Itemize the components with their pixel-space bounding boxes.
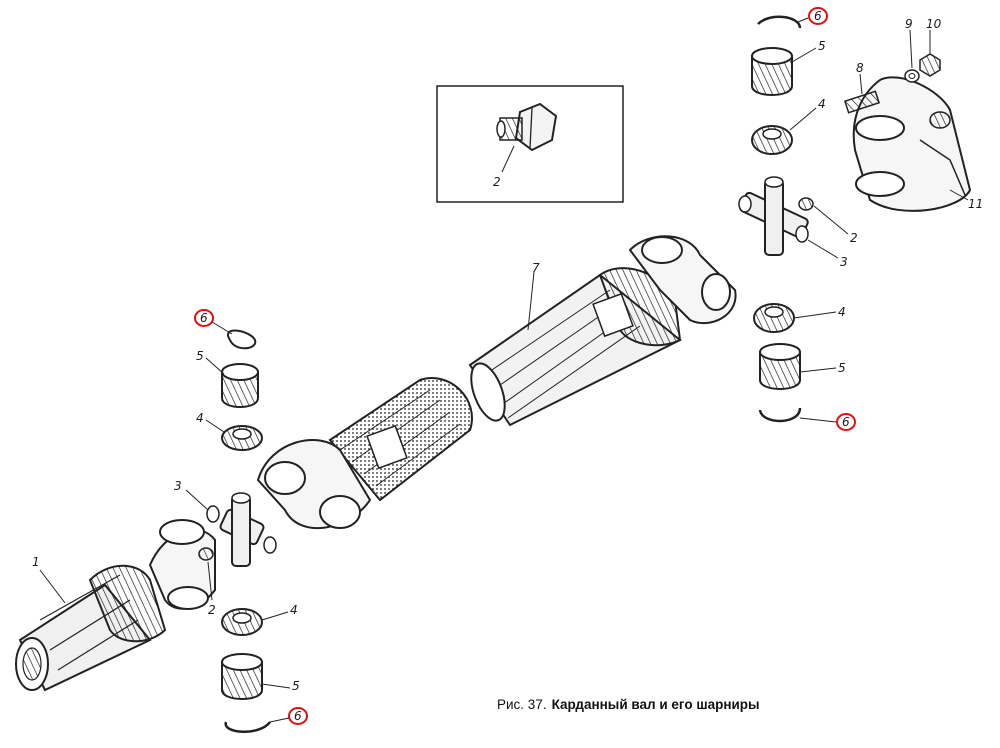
needle-bearing-cup-left-top bbox=[221, 363, 259, 408]
callout-5-left-bottom: 5 bbox=[292, 679, 300, 693]
highlight-6-left-bottom bbox=[288, 707, 308, 725]
flange-yoke-part-11 bbox=[852, 76, 972, 212]
callout-2-left: 2 bbox=[208, 603, 216, 617]
splined-sleeve-part-1 bbox=[15, 519, 216, 692]
callout-6-right-top: 6 bbox=[814, 9, 822, 23]
highlight-6-right-top bbox=[808, 7, 828, 25]
seal-left-top bbox=[221, 425, 263, 451]
callout-2-right: 2 bbox=[850, 231, 858, 245]
nut-part-10 bbox=[919, 53, 941, 77]
callout-11: 11 bbox=[968, 197, 983, 211]
needle-bearing-cup-left-bottom bbox=[221, 653, 263, 700]
grease-fitting-inset bbox=[496, 102, 558, 152]
callout-7: 7 bbox=[532, 261, 540, 275]
callout-2-inset: 2 bbox=[493, 175, 501, 189]
callout-6-left-top: 6 bbox=[200, 311, 208, 325]
callout-4-left-top: 4 bbox=[196, 411, 204, 425]
callout-5-right-top: 5 bbox=[818, 39, 826, 53]
callout-4-right-bottom: 4 bbox=[838, 305, 846, 319]
grease-fitting-right bbox=[798, 197, 814, 211]
lock-ring-right-top bbox=[757, 15, 802, 29]
caption-prefix: Рис. 37. bbox=[497, 697, 547, 712]
callout-4-right-top: 4 bbox=[818, 97, 826, 111]
driveshaft-tube-part-7 bbox=[468, 235, 737, 427]
bolt-part-8 bbox=[843, 90, 881, 114]
seal-left-bottom bbox=[221, 608, 263, 636]
needle-bearing-cup-right-bottom bbox=[759, 343, 801, 390]
spider-cross-right bbox=[738, 176, 809, 256]
needle-bearing-cup-right-top bbox=[751, 47, 793, 96]
callout-3-right: 3 bbox=[840, 255, 848, 269]
spider-cross-left bbox=[206, 492, 277, 567]
figure-caption: Рис. 37. Карданный вал и его шарниры bbox=[497, 697, 760, 712]
lock-ring-left-bottom bbox=[224, 721, 272, 733]
grease-fitting-left bbox=[198, 547, 214, 561]
callout-1: 1 bbox=[32, 555, 40, 569]
callout-6-left-bottom: 6 bbox=[294, 709, 302, 723]
callout-3-left: 3 bbox=[174, 479, 182, 493]
callout-9: 9 bbox=[905, 17, 913, 31]
highlight-6-left-top bbox=[194, 309, 214, 327]
caption-title: Карданный вал и его шарниры bbox=[552, 697, 760, 712]
callout-5-left-top: 5 bbox=[196, 349, 204, 363]
callout-8: 8 bbox=[856, 61, 864, 75]
middle-yoke-tube bbox=[256, 377, 473, 529]
seal-right-bottom bbox=[753, 303, 795, 333]
seal-right-top bbox=[751, 125, 793, 155]
washer-part-9 bbox=[904, 69, 920, 83]
lock-ring-right-bottom bbox=[758, 407, 802, 423]
callout-10: 10 bbox=[926, 17, 942, 31]
callout-6-right-bottom: 6 bbox=[842, 415, 850, 429]
inset-box-grease-fitting: 2 bbox=[436, 85, 624, 203]
lock-ring-left-top bbox=[226, 329, 257, 350]
highlight-6-right-bottom bbox=[836, 413, 856, 431]
callout-4-left-bottom: 4 bbox=[290, 603, 298, 617]
callout-5-right-bottom: 5 bbox=[838, 361, 846, 375]
